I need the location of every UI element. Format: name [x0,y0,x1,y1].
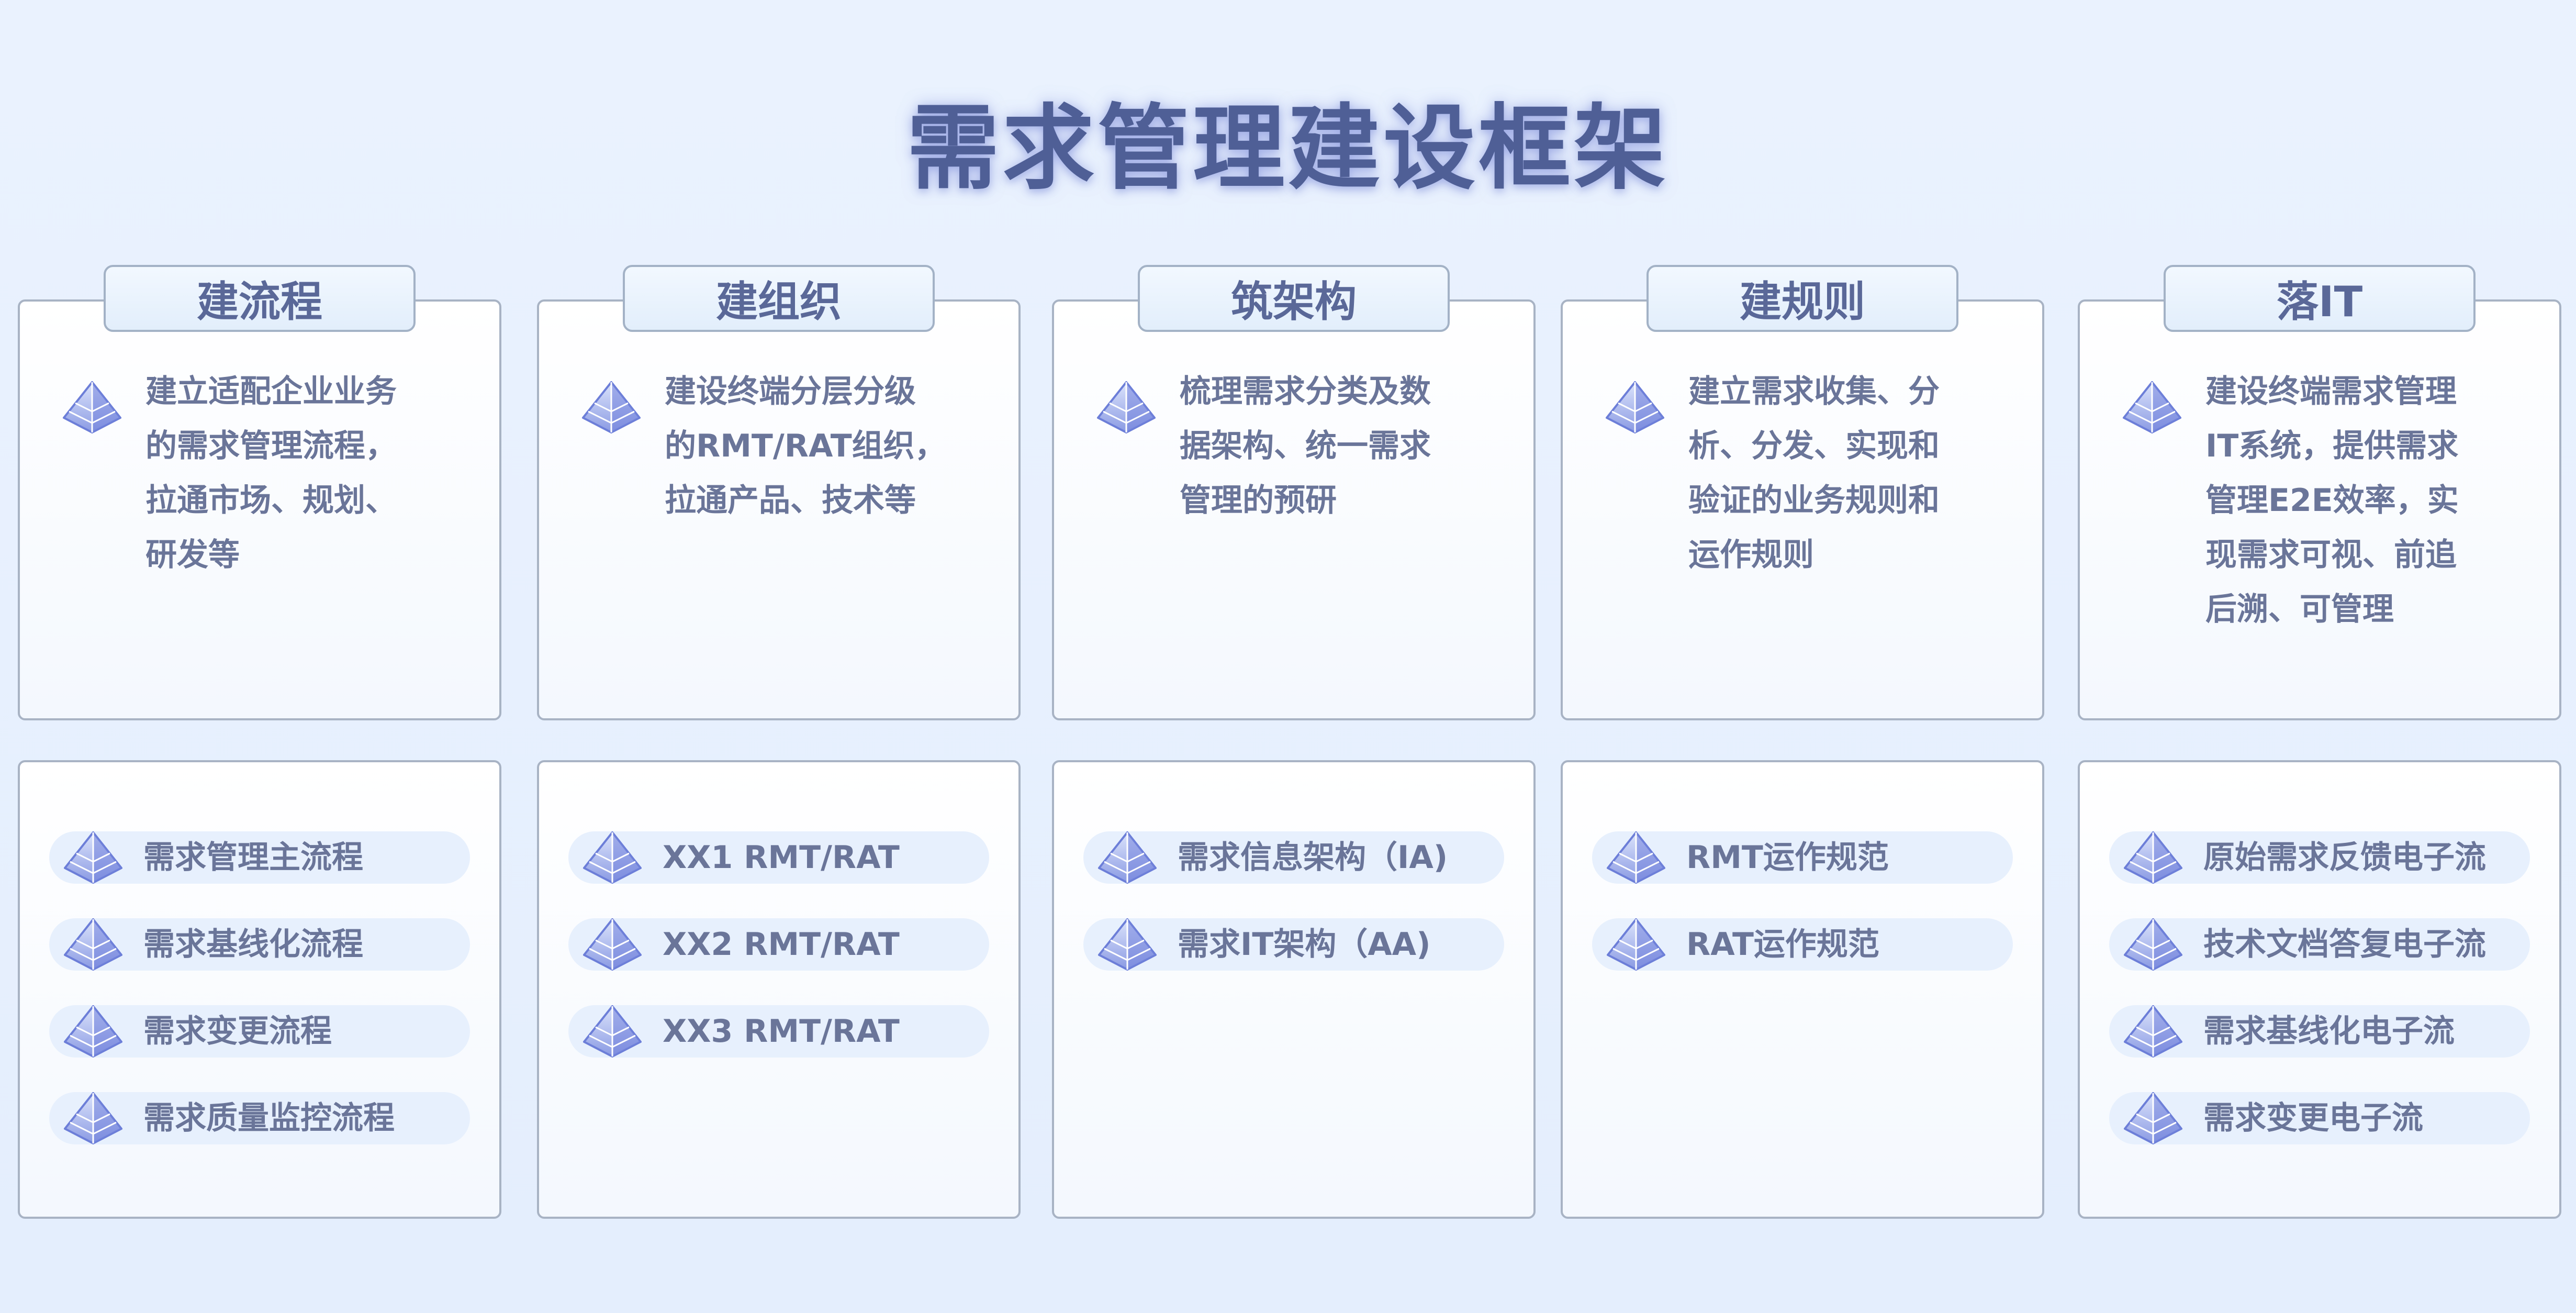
page-title: 需求管理建设框架 [906,95,1669,202]
pyramid-icon [2122,380,2182,435]
pyramid-icon [1605,380,1665,435]
pyramid-icon [1606,917,1666,972]
items-card: 原始需求反馈电子流技术文档答复电子流需求基线化电子流需求变更电子流 [2078,760,2561,1219]
description-card: 建设终端分层分级 的RMT/RAT组织， 拉通产品、技术等 [537,299,1021,720]
pyramid-icon [1606,830,1666,885]
list-item: XX3 RMT/RAT [568,1005,989,1058]
pyramid-icon [1097,830,1158,885]
pyramid-icon [582,1004,643,1059]
list-item: 需求质量监控流程 [49,1092,470,1144]
list-item-label: 需求IT架构（AA) [1178,926,1431,963]
list-item: 需求变更流程 [49,1005,470,1058]
column-description: 梳理需求分类及数 据架构、统一需求 管理的预研 [1180,373,1431,519]
pyramid-icon [582,917,643,972]
list-item: 需求信息架构（IA) [1083,831,1504,884]
pyramid-icon [2123,830,2183,885]
pyramid-icon [1097,917,1158,972]
list-item: XX2 RMT/RAT [568,918,989,971]
item-list: 需求管理主流程需求基线化流程需求变更流程需求质量监控流程 [49,831,470,1179]
list-item: 需求IT架构（AA) [1083,918,1504,971]
list-item-label: 需求基线化电子流 [2203,1013,2455,1050]
item-list: 原始需求反馈电子流技术文档答复电子流需求基线化电子流需求变更电子流 [2109,831,2530,1179]
column-description: 建立适配企业业务 的需求管理流程， 拉通市场、规划、 研发等 [145,373,397,573]
list-item-label: 需求信息架构（IA) [1178,839,1448,876]
item-list: RMT运作规范 RAT运作规范 [1592,831,2013,1005]
list-item-label: 需求变更电子流 [2203,1100,2423,1137]
list-item: 需求管理主流程 [49,831,470,884]
items-card: XX1 RMT/RAT XX2 RMT/RAT XX3 RMT/RAT [537,760,1021,1219]
items-card: 需求信息架构（IA) 需求IT架构（AA) [1052,760,1536,1219]
list-item: XX1 RMT/RAT [568,831,989,884]
items-card: 需求管理主流程需求基线化流程需求变更流程需求质量监控流程 [18,760,501,1219]
list-item: 需求变更电子流 [2109,1092,2530,1144]
list-item-label: XX1 RMT/RAT [663,839,900,876]
items-card: RMT运作规范 RAT运作规范 [1561,760,2044,1219]
pyramid-icon [63,830,124,885]
description-card: 建立需求收集、分 析、分发、实现和 验证的业务规则和 运作规则 [1561,299,2044,720]
pyramid-icon [2123,1004,2183,1059]
pyramid-icon [581,380,642,435]
column-description: 建设终端分层分级 的RMT/RAT组织， 拉通产品、技术等 [665,373,946,519]
pyramid-icon [62,380,122,435]
pyramid-icon [63,917,124,972]
list-item: 需求基线化电子流 [2109,1005,2530,1058]
list-item-label: XX3 RMT/RAT [663,1013,900,1050]
list-item: 技术文档答复电子流 [2109,918,2530,971]
list-item: RAT运作规范 [1592,918,2013,971]
column-tab: 建组织 [623,265,935,332]
list-item: 需求基线化流程 [49,918,470,971]
list-item-label: RMT运作规范 [1686,839,1889,876]
column-description: 建立需求收集、分 析、分发、实现和 验证的业务规则和 运作规则 [1688,373,1940,573]
pyramid-icon [2123,917,2183,972]
description-card: 建设终端需求管理 IT系统，提供需求 管理E2E效率，实 现需求可视、前追 后溯… [2078,299,2561,720]
column-tab: 落IT [2164,265,2476,332]
list-item-label: 需求基线化流程 [143,926,363,963]
list-item-label: 需求质量监控流程 [143,1100,395,1137]
description-card: 建立适配企业业务 的需求管理流程， 拉通市场、规划、 研发等 [18,299,501,720]
list-item-label: XX2 RMT/RAT [663,926,900,963]
list-item-label: 技术文档答复电子流 [2203,926,2486,963]
pyramid-icon [63,1004,124,1059]
description-card: 梳理需求分类及数 据架构、统一需求 管理的预研 [1052,299,1536,720]
pyramid-icon [1096,380,1157,435]
column-tab: 建规则 [1647,265,1958,332]
pyramid-icon [2123,1091,2183,1145]
column-tab: 建流程 [104,265,416,332]
list-item: 原始需求反馈电子流 [2109,831,2530,884]
item-list: XX1 RMT/RAT XX2 RMT/RAT XX3 RMT/RAT [568,831,989,1092]
item-list: 需求信息架构（IA) 需求IT架构（AA) [1083,831,1504,1005]
pyramid-icon [63,1091,124,1145]
list-item-label: 需求管理主流程 [143,839,363,876]
list-item-label: RAT运作规范 [1686,926,1879,963]
pyramid-icon [582,830,643,885]
list-item-label: 需求变更流程 [143,1013,332,1050]
list-item: RMT运作规范 [1592,831,2013,884]
column-tab: 筑架构 [1138,265,1450,332]
column-description: 建设终端需求管理 IT系统，提供需求 管理E2E效率，实 现需求可视、前追 后溯… [2205,373,2459,628]
list-item-label: 原始需求反馈电子流 [2203,839,2486,876]
